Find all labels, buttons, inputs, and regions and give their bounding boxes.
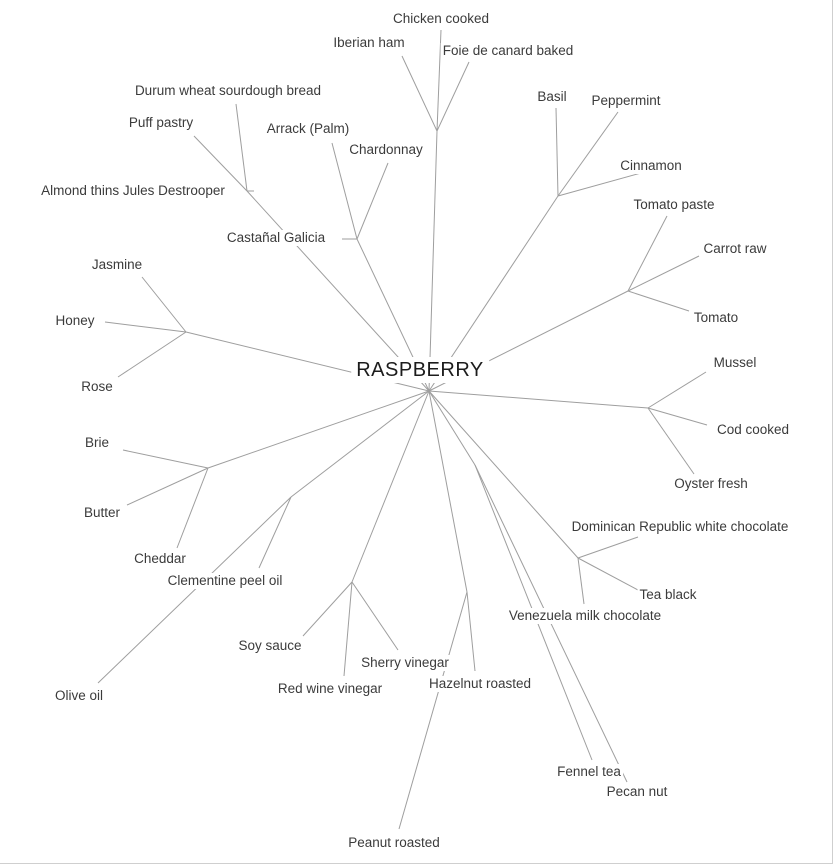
node-olive-oil: Olive oil (52, 688, 106, 704)
edge-line (398, 591, 468, 830)
edge-line (97, 496, 292, 684)
node-arrack-palm: Arrack (Palm) (264, 121, 352, 137)
node-cheddar: Cheddar (132, 551, 188, 567)
edge-line (557, 172, 642, 197)
edge-line (302, 581, 353, 637)
edge-line (193, 135, 248, 192)
node-oyster-fresh: Oyster fresh (672, 476, 750, 492)
edge-line (331, 142, 358, 240)
node-peanut-roasted: Peanut roasted (346, 835, 442, 851)
edge-line (627, 215, 668, 292)
node-butter: Butter (81, 505, 123, 521)
edge-line (117, 331, 187, 378)
edge-line (436, 61, 470, 132)
node-chicken-cooked: Chicken cooked (390, 11, 492, 27)
node-peppermint: Peppermint (589, 93, 663, 109)
node-almond-thins-jules-destrooper: Almond thins Jules Destrooper (39, 183, 227, 199)
node-tea-black: Tea black (637, 587, 699, 603)
node-pecan-nut: Pecan nut (604, 784, 670, 800)
node-tomato-paste: Tomato paste (631, 197, 717, 213)
edge-line (466, 591, 476, 672)
node-hazelnut-roasted: Hazelnut roasted (426, 676, 534, 692)
center-node: RASPBERRY (351, 357, 489, 383)
edge-line (356, 162, 389, 240)
edge-line (577, 536, 639, 559)
edge-line (104, 321, 187, 333)
edge-line (126, 467, 209, 506)
node-sherry-vinegar: Sherry vinegar (359, 655, 451, 671)
node-cod-cooked: Cod cooked (714, 422, 792, 438)
edge-line (428, 390, 649, 409)
node-honey: Honey (53, 313, 97, 329)
edge-line (555, 107, 559, 197)
edge-line (647, 371, 707, 409)
node-tomato: Tomato (691, 310, 741, 326)
node-venezuela-milk-chocolate: Venezuela milk chocolate (506, 608, 664, 624)
edge-line (141, 276, 187, 333)
node-soy-sauce: Soy sauce (236, 638, 304, 654)
node-rose: Rose (79, 379, 115, 395)
node-puff-pastry: Puff pastry (126, 115, 196, 131)
node-red-wine-vinegar: Red wine vinegar (275, 681, 385, 697)
edge-line (235, 103, 248, 192)
edge-line (647, 407, 708, 426)
edge-line (290, 390, 430, 498)
edge-line (428, 390, 476, 466)
edge-line (577, 557, 639, 591)
edge-line (401, 55, 438, 132)
edge-line (207, 390, 430, 469)
edge-line (176, 467, 209, 549)
node-dominican-republic-white-chocolate: Dominican Republic white chocolate (569, 519, 791, 535)
node-brie: Brie (82, 435, 112, 451)
edge-line (343, 581, 353, 677)
node-jasmine: Jasmine (89, 257, 145, 273)
node-basil: Basil (535, 89, 569, 105)
node-fennel-tea: Fennel tea (555, 764, 623, 780)
node-cinnamon: Cinnamon (618, 158, 684, 174)
edge-line (557, 111, 619, 197)
edge-line (647, 407, 695, 475)
node-casta-al-galicia: Castañal Galicia (224, 230, 328, 246)
edge-line (627, 290, 690, 312)
edge-line (428, 390, 579, 559)
edge-line (428, 390, 468, 593)
edge-line (122, 449, 209, 469)
edge-line (436, 29, 442, 132)
node-carrot-raw: Carrot raw (701, 241, 769, 257)
node-iberian-ham: Iberian ham (331, 35, 407, 51)
node-mussel: Mussel (711, 355, 759, 371)
node-chardonnay: Chardonnay (347, 142, 425, 158)
edge-line (577, 557, 585, 605)
node-clementine-peel-oil: Clementine peel oil (165, 573, 285, 589)
node-foie-de-canard-baked: Foie de canard baked (440, 43, 576, 59)
edge-line (351, 390, 430, 583)
node-durum-wheat-sourdough-bread: Durum wheat sourdough bread (132, 83, 324, 99)
edge-line (258, 496, 292, 569)
edge-line (351, 581, 399, 651)
edge-line (627, 255, 700, 292)
edge-line (428, 130, 438, 392)
